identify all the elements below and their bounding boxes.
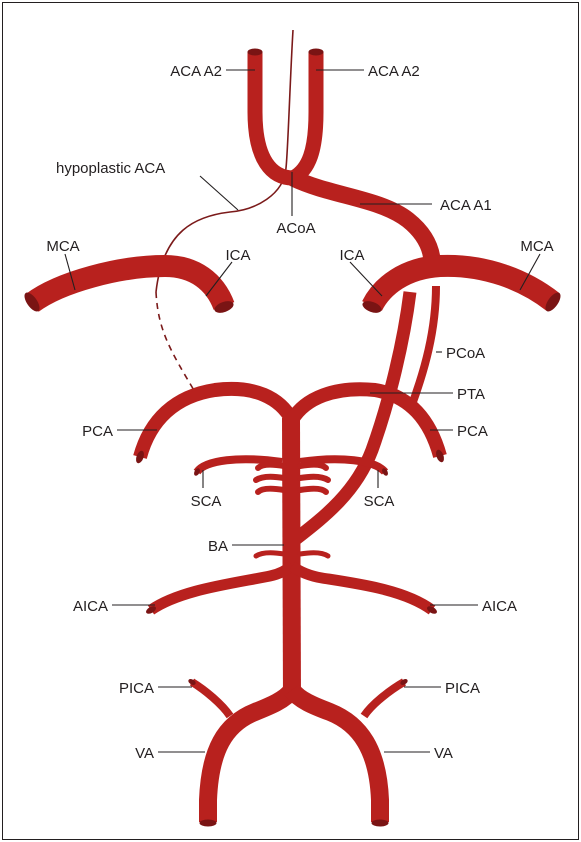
label-hypoplastic-aca: hypoplastic ACA [56,160,165,177]
label-pta: PTA [457,386,485,403]
label-aica-left: AICA [73,598,108,615]
basilar-artery-vessel [291,418,292,700]
aca-a2-left-end [248,49,263,56]
label-aca-a2-right: ACA A2 [368,63,420,80]
aica-right-vessel [292,566,432,610]
label-pcoa: PCoA [446,345,485,362]
mca-ica-left-vessel [32,266,224,306]
label-aica-right: AICA [482,598,517,615]
label-mca-right: MCA [520,238,553,255]
label-ica-left: ICA [225,247,250,264]
aca-a2-right-end [309,49,324,56]
label-acoa: ACoA [276,220,315,237]
va-left-end [200,820,217,827]
hypoplastic-dashed-segment [156,292,195,392]
label-va-left: VA [135,745,154,762]
label-pca-left: PCA [82,423,113,440]
label-va-right: VA [434,745,453,762]
label-mca-left: MCA [46,238,79,255]
label-ba: BA [208,538,228,555]
mca-ica-right-vessel [372,266,553,306]
pca-left-vessel [140,389,292,457]
label-aca-a2-left: ACA A2 [170,63,222,80]
label-ica-right: ICA [339,247,364,264]
label-sca-right: SCA [364,493,395,510]
label-sca-left: SCA [191,493,222,510]
pica-right-vessel [364,682,404,716]
aca-a2-right-vessel [293,52,316,178]
label-pica-left: PICA [119,680,154,697]
pica-left-vessel [192,682,230,716]
label-aca-a1: ACA A1 [440,197,492,214]
aica-left-vessel [151,566,292,610]
label-pca-right: PCA [457,423,488,440]
va-right-end [372,820,389,827]
label-pica-right: PICA [445,680,480,697]
